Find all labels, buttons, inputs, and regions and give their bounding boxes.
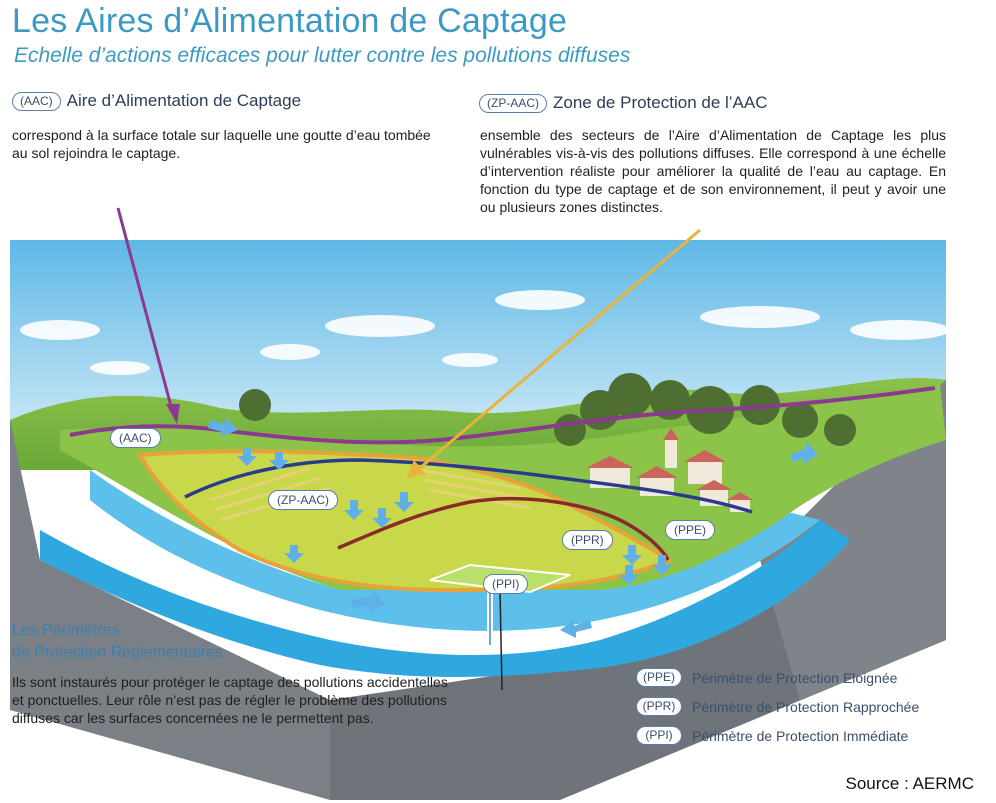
legend-label: Périmètre de Protection Rapprochée <box>692 698 920 715</box>
trees <box>239 373 856 446</box>
zp-pointer-line <box>419 228 701 470</box>
legend-row-ppi: (PPI) Périmètre de Protection Immédiate <box>636 721 919 750</box>
map-label-zp-aac: (ZP-AAC) <box>268 490 338 510</box>
clouds <box>20 290 950 375</box>
zp-aac-heading: (ZP-AAC) Zone de Protection de l’AAC <box>479 93 768 113</box>
ground-right <box>760 380 946 700</box>
aac-heading-text: Aire d’Alimentation de Captage <box>66 91 302 110</box>
ground-left <box>10 420 330 800</box>
ppe-line <box>184 458 753 514</box>
page-subtitle: Echelle d’actions efficaces pour lutter … <box>14 44 631 67</box>
map-label-ppe: (PPE) <box>665 520 716 540</box>
legend: (PPE) Périmètre de Protection Eloignée (… <box>636 663 919 750</box>
source-credit: Source : AERMC <box>845 774 975 793</box>
legend-row-ppr: (PPR) Périmètre de Protection Rapprochée <box>636 692 919 721</box>
legend-badge: (PPE) <box>636 668 682 687</box>
aac-badge: (AAC) <box>12 91 61 111</box>
legend-badge: (PPR) <box>636 697 682 716</box>
aac-boundary-line <box>69 386 936 445</box>
aac-pointer-line <box>116 207 174 411</box>
aac-heading: (AAC) Aire d’Alimentation de Captage <box>12 91 301 111</box>
map-label-ppr: (PPR) <box>562 530 613 550</box>
page-title: Les Aires d’Alimentation de Captage <box>12 2 568 40</box>
zp-aac-badge: (ZP-AAC) <box>479 93 547 113</box>
zp-aac-heading-text: Zone de Protection de l’AAC <box>553 93 768 112</box>
aac-description: correspond à la surface totale sur laque… <box>12 127 431 161</box>
map-label-ppi: (PPI) <box>483 574 529 594</box>
legend-row-ppe: (PPE) Périmètre de Protection Eloignée <box>636 663 919 692</box>
perimetres-title-line2: de Protection Réglementaires <box>12 644 223 661</box>
flow-arrows <box>208 418 818 638</box>
perimetres-title: Les Périmètres de Protection Réglementai… <box>12 620 223 664</box>
aquifer <box>40 520 850 677</box>
perimetres-description: Ils sont instaurés pour protéger le capt… <box>12 674 448 726</box>
aac-pointer-head <box>166 404 180 424</box>
zp-pointer-head <box>407 460 426 478</box>
ppi-pointer-line <box>499 589 503 691</box>
legend-label: Périmètre de Protection Eloignée <box>692 669 898 686</box>
ppr-line <box>337 496 670 561</box>
perimetres-title-line1: Les Périmètres <box>12 622 120 639</box>
legend-label: Périmètre de Protection Immédiate <box>692 727 909 744</box>
aquifer-upper <box>90 470 820 631</box>
map-label-aac: (AAC) <box>110 428 161 448</box>
zp-aac-description: ensemble des secteurs de l’Aire d’Alimen… <box>480 127 946 215</box>
legend-badge: (PPI) <box>636 726 682 745</box>
